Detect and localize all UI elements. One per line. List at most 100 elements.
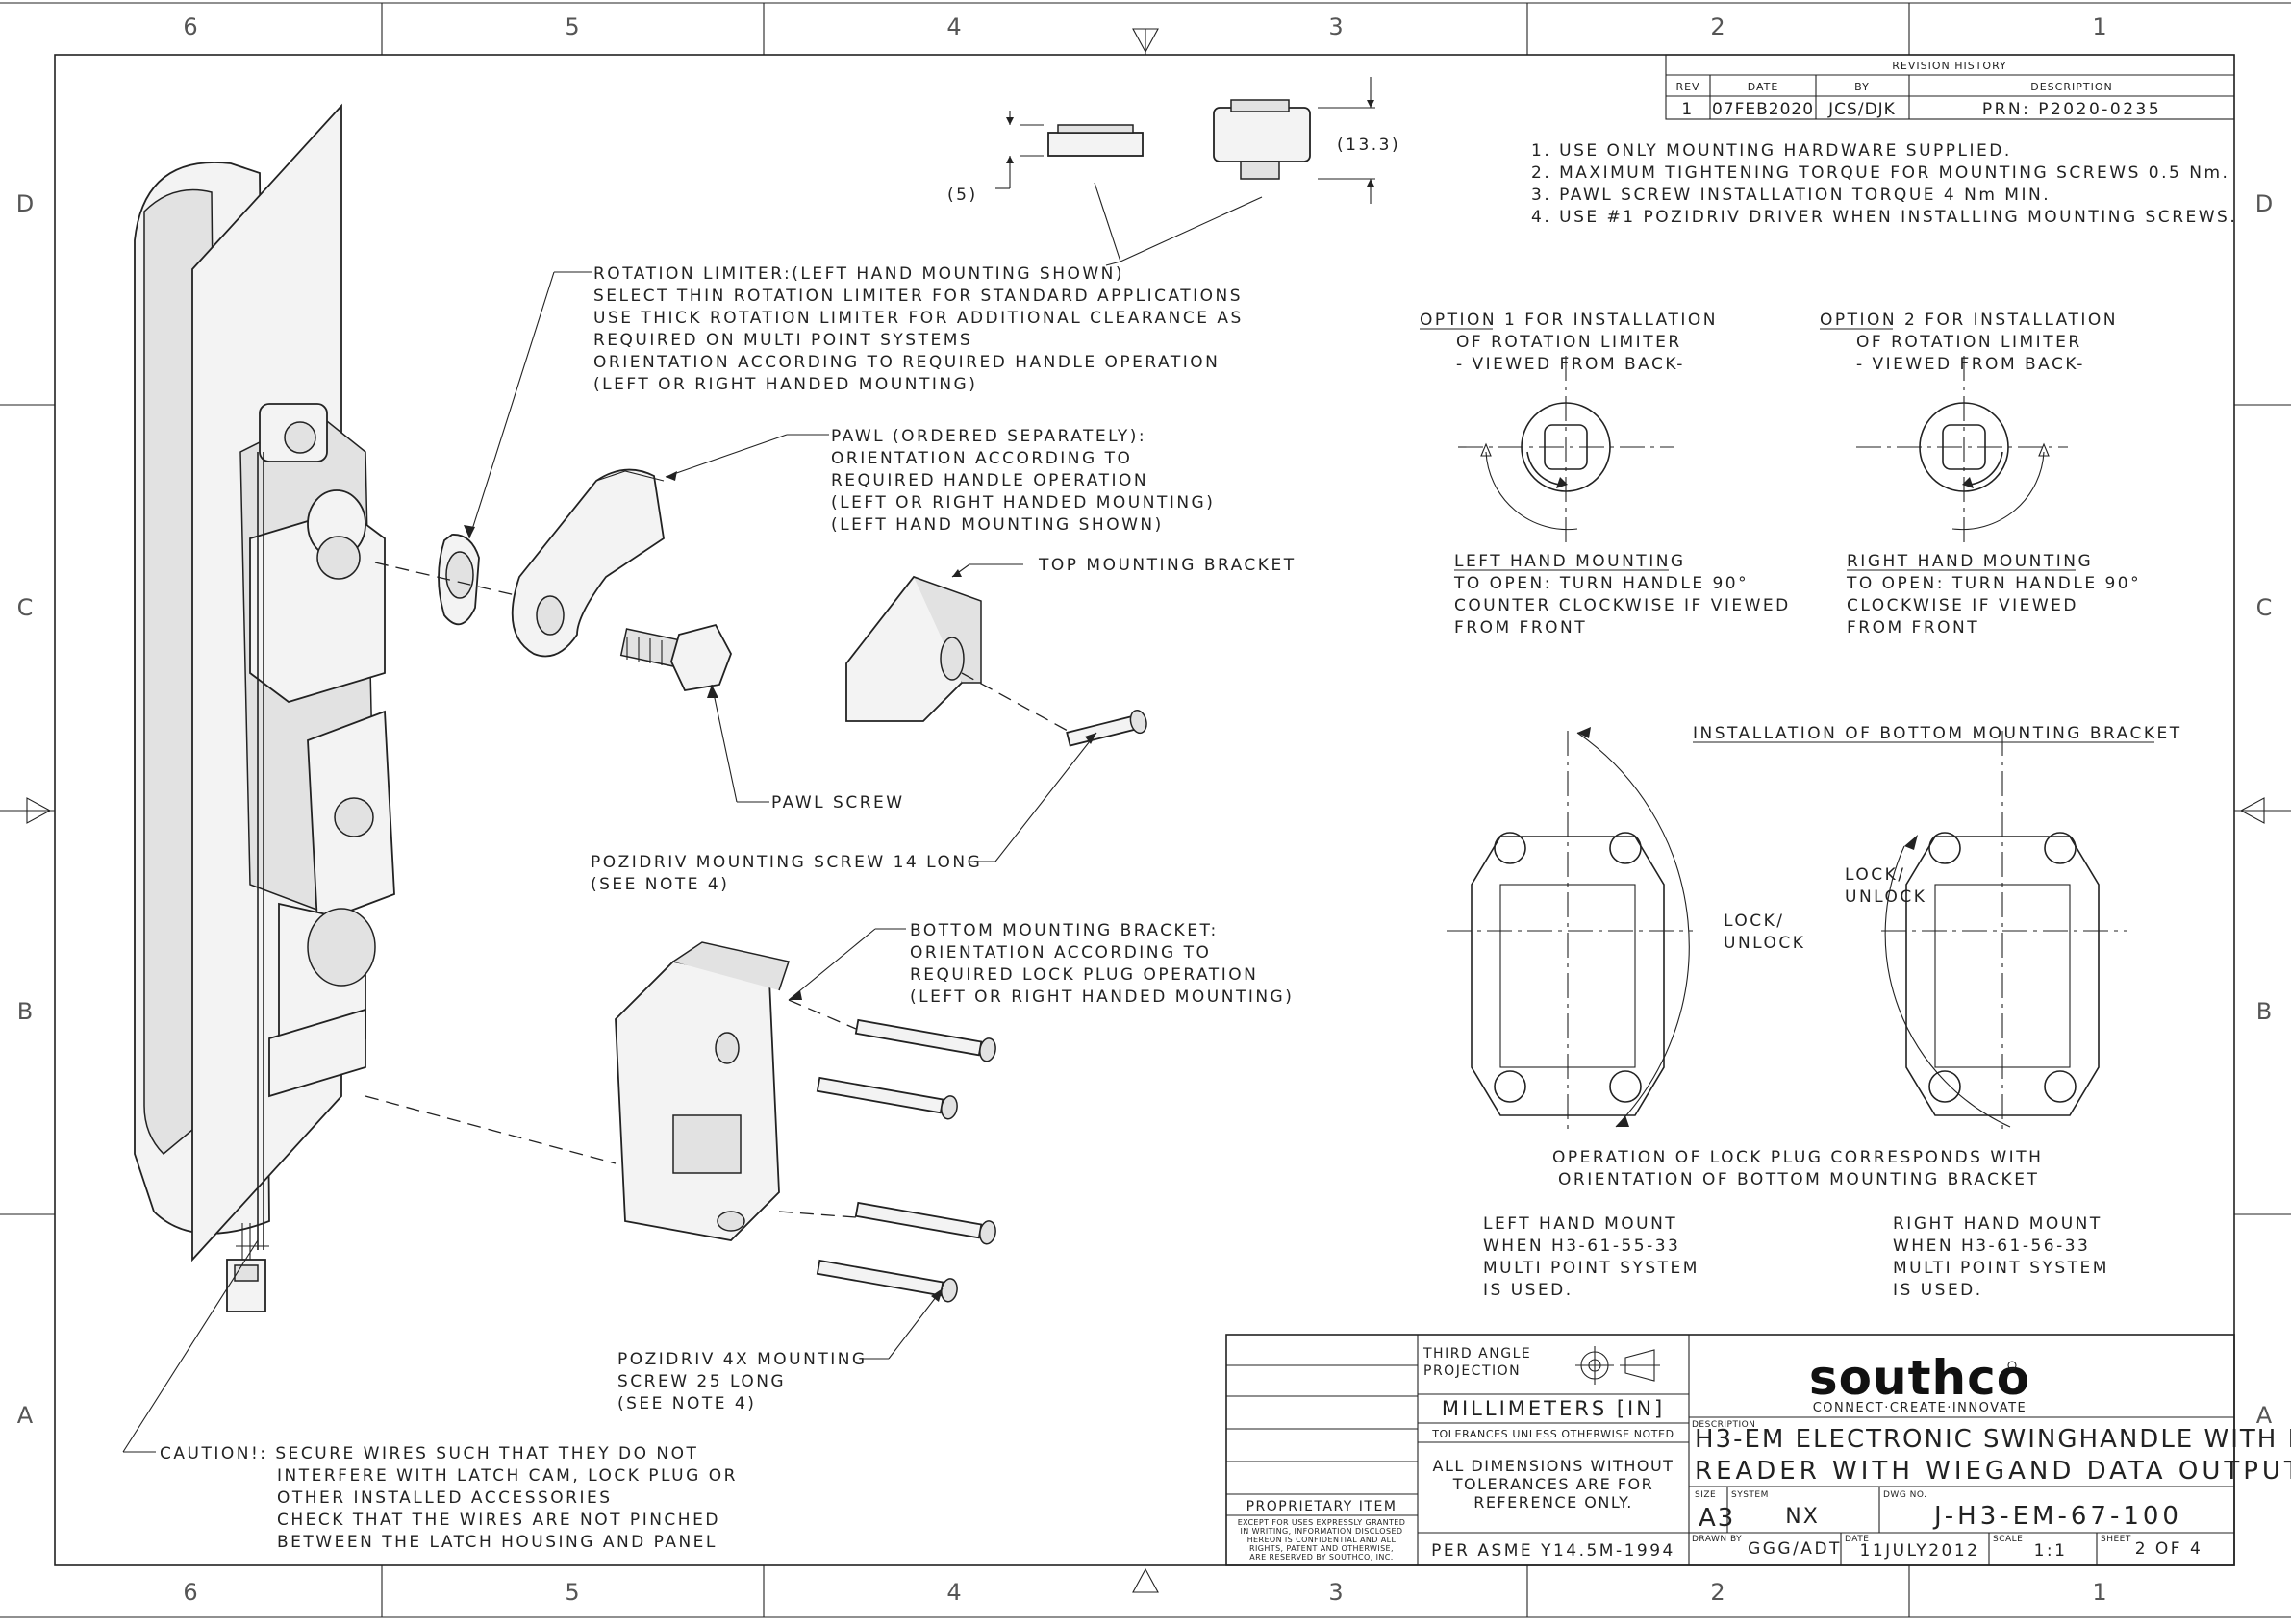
sheet-value: 2 OF 4 bbox=[2135, 1539, 2203, 1559]
proprietary-text-1: EXCEPT FOR USES EXPRESSLY GRANTED bbox=[1238, 1518, 1406, 1527]
row-label-c: C bbox=[17, 594, 34, 621]
revision-col-rev: REV bbox=[1675, 81, 1699, 93]
callout-caution: CAUTION!: SECURE WIRES SUCH THAT THEY DO… bbox=[160, 1444, 735, 1552]
callout-pawl-screw: PAWL SCREW bbox=[771, 793, 905, 812]
description-line-2: READER WITH WIEGAND DATA OUTPUT bbox=[1695, 1457, 2291, 1486]
proprietary-text-5: ARE RESERVED BY SOUTHCO, INC. bbox=[1249, 1553, 1393, 1562]
lock-plug-operation-2: ORIENTATION OF BOTTOM MOUNTING BRACKET bbox=[1558, 1170, 2039, 1189]
callout-bottom-bracket: BOTTOM MOUNTING BRACKET: ORIENTATION ACC… bbox=[910, 921, 1294, 1007]
title-block: PROPRIETARY ITEM EXCEPT FOR USES EXPRESS… bbox=[1225, 1334, 2291, 1566]
right-mount-line-3: MULTI POINT SYSTEM bbox=[1893, 1259, 2109, 1278]
rotation-limiter-line-6: (LEFT OR RIGHT HANDED MOUNTING) bbox=[593, 375, 977, 394]
rotation-limiter-line-4: REQUIRED ON MULTI POINT SYSTEMS bbox=[593, 331, 972, 350]
right-mount-line-1: RIGHT HAND MOUNT bbox=[1893, 1214, 2102, 1234]
dwg-no-value: J-H3-EM-67-100 bbox=[1932, 1502, 2182, 1531]
revision-desc: PRN: P2020-0235 bbox=[1982, 100, 2161, 119]
option-1-mount-line-3: COUNTER CLOCKWISE IF VIEWED bbox=[1454, 596, 1791, 615]
lock-plug-operation-1: OPERATION OF LOCK PLUG CORRESPONDS WITH bbox=[1552, 1148, 2043, 1167]
tolerances-line-1: ALL DIMENSIONS WITHOUT bbox=[1433, 1457, 1674, 1475]
asme-standard: PER ASME Y14.5M-1994 bbox=[1431, 1541, 1675, 1561]
row-label-b-right: B bbox=[2256, 998, 2272, 1025]
caution-line-1: CAUTION!: SECURE WIRES SUCH THAT THEY DO… bbox=[160, 1444, 698, 1463]
bottom-bracket-line-4: (LEFT OR RIGHT HANDED MOUNTING) bbox=[910, 987, 1294, 1007]
col-label-5-bottom: 5 bbox=[565, 1579, 579, 1606]
row-label-d-right: D bbox=[2255, 190, 2273, 217]
pozidriv-14-line-1: POZIDRIV MOUNTING SCREW 14 LONG bbox=[591, 853, 982, 872]
callout-pawl: PAWL (ORDERED SEPARATELY): ORIENTATION A… bbox=[831, 427, 1215, 535]
drawn-by-value: GGG/ADT bbox=[1748, 1539, 1842, 1559]
drawn-by-label: DRAWN BY bbox=[1692, 1535, 1742, 1544]
option-1-section: OPTION 1 FOR INSTALLATION OF ROTATION LI… bbox=[1420, 311, 1791, 637]
date-value: 11JULY2012 bbox=[1860, 1541, 1980, 1561]
callout-pozidriv-14: POZIDRIV MOUNTING SCREW 14 LONG (SEE NOT… bbox=[591, 853, 982, 894]
option-2-mount-line-4: FROM FRONT bbox=[1847, 618, 1979, 637]
bottom-install-title: INSTALLATION OF BOTTOM MOUNTING BRACKET bbox=[1693, 724, 2182, 743]
row-label-c-right: C bbox=[2256, 594, 2273, 621]
revision-col-date: DATE bbox=[1748, 81, 1779, 93]
note-1: 1. USE ONLY MOUNTING HARDWARE SUPPLIED. bbox=[1531, 141, 2012, 161]
proprietary-text-3: HEREON IS CONFIDENTIAL AND ALL bbox=[1247, 1536, 1397, 1544]
rotation-limiter-detail: (5) (13.3) bbox=[947, 77, 1400, 266]
pozidriv-25-line-2: SCREW 25 LONG bbox=[617, 1372, 786, 1391]
tolerances-line-2: TOLERANCES ARE FOR bbox=[1452, 1475, 1653, 1493]
col-label-5: 5 bbox=[565, 13, 579, 40]
option-2-mount-line-2: TO OPEN: TURN HANDLE 90° bbox=[1846, 574, 2141, 593]
col-label-1: 1 bbox=[2092, 13, 2106, 40]
note-2: 2. MAXIMUM TIGHTENING TORQUE FOR MOUNTIN… bbox=[1531, 163, 2229, 183]
left-mount-line-2: WHEN H3-61-55-33 bbox=[1483, 1237, 1680, 1256]
dim-thin: (5) bbox=[947, 186, 978, 205]
sheet-label: SHEET bbox=[2101, 1535, 2131, 1544]
units: MILLIMETERS [IN] bbox=[1442, 1397, 1665, 1420]
bottom-bracket-line-3: REQUIRED LOCK PLUG OPERATION bbox=[910, 965, 1258, 985]
revision-rev: 1 bbox=[1681, 100, 1694, 119]
row-label-d: D bbox=[16, 190, 34, 217]
bottom-bracket-line-1: BOTTOM MOUNTING BRACKET: bbox=[910, 921, 1219, 940]
description-label: DESCRIPTION bbox=[1692, 1420, 1755, 1430]
col-label-1-bottom: 1 bbox=[2092, 1579, 2106, 1606]
option-1-subtitle: OF ROTATION LIMITER bbox=[1456, 333, 1682, 352]
lock-unlock-left-2: UNLOCK bbox=[1724, 934, 1805, 953]
option-2-mount-title: RIGHT HAND MOUNTING bbox=[1847, 552, 2093, 571]
left-mount-line-4: IS USED. bbox=[1483, 1281, 1573, 1300]
callout-top-bracket: TOP MOUNTING BRACKET bbox=[1038, 556, 1297, 575]
option-1-mount-line-2: TO OPEN: TURN HANDLE 90° bbox=[1453, 574, 1749, 593]
third-angle-projection-icon bbox=[1575, 1346, 1660, 1385]
southco-tagline: CONNECT·CREATE·INNOVATE bbox=[1813, 1401, 2027, 1415]
dim-thick: (13.3) bbox=[1337, 136, 1400, 155]
note-4: 4. USE #1 POZIDRIV DRIVER WHEN INSTALLIN… bbox=[1531, 208, 2237, 227]
col-label-3-bottom: 3 bbox=[1328, 1579, 1343, 1606]
southco-logo: southco bbox=[1809, 1350, 2030, 1406]
option-2-section: OPTION 2 FOR INSTALLATION OF ROTATION LI… bbox=[1820, 311, 2141, 637]
rotation-limiter-line-1: ROTATION LIMITER:(LEFT HAND MOUNTING SHO… bbox=[593, 264, 1124, 284]
col-label-2: 2 bbox=[1710, 13, 1725, 40]
lock-unlock-left-1: LOCK/ bbox=[1724, 912, 1785, 931]
system-value: NX bbox=[1785, 1505, 1820, 1529]
pozidriv-14-line-2: (SEE NOTE 4) bbox=[591, 875, 729, 894]
pozidriv-25-line-1: POZIDRIV 4X MOUNTING bbox=[617, 1350, 868, 1369]
pawl-line-4: (LEFT OR RIGHT HANDED MOUNTING) bbox=[831, 493, 1215, 512]
caution-line-5: BETWEEN THE LATCH HOUSING AND PANEL bbox=[277, 1533, 718, 1552]
caution-line-3: OTHER INSTALLED ACCESSORIES bbox=[277, 1488, 613, 1508]
row-label-a: A bbox=[17, 1402, 34, 1429]
projection-line-1: THIRD ANGLE bbox=[1422, 1346, 1531, 1362]
dwg-no-label: DWG NO. bbox=[1883, 1490, 1926, 1500]
right-mount-line-4: IS USED. bbox=[1893, 1281, 1983, 1300]
option-2-subtitle: OF ROTATION LIMITER bbox=[1856, 333, 2082, 352]
tolerances-line-3: REFERENCE ONLY. bbox=[1473, 1493, 1633, 1512]
revision-history-table: REVISION HISTORY REV DATE BY DESCRIPTION… bbox=[1665, 54, 2235, 120]
col-label-2-bottom: 2 bbox=[1710, 1579, 1725, 1606]
col-label-4: 4 bbox=[946, 13, 961, 40]
note-3: 3. PAWL SCREW INSTALLATION TORQUE 4 Nm M… bbox=[1531, 186, 2051, 205]
rotation-limiter-line-3: USE THICK ROTATION LIMITER FOR ADDITIONA… bbox=[593, 309, 1244, 328]
left-mount-line-1: LEFT HAND MOUNT bbox=[1483, 1214, 1677, 1234]
description-line-1: H3-EM ELECTRONIC SWINGHANDLE WITH RFID bbox=[1695, 1425, 2291, 1454]
pawl-line-2: ORIENTATION ACCORDING TO bbox=[831, 449, 1132, 468]
size-value: A3 bbox=[1699, 1504, 1735, 1533]
size-label: SIZE bbox=[1695, 1490, 1716, 1500]
revision-by: JCS/DJK bbox=[1827, 100, 1896, 119]
bottom-bracket-line-2: ORIENTATION ACCORDING TO bbox=[910, 943, 1211, 962]
col-label-4-bottom: 4 bbox=[946, 1579, 961, 1606]
handle-assembly-illustration bbox=[134, 103, 1147, 1312]
callout-arrows bbox=[464, 471, 1096, 1302]
